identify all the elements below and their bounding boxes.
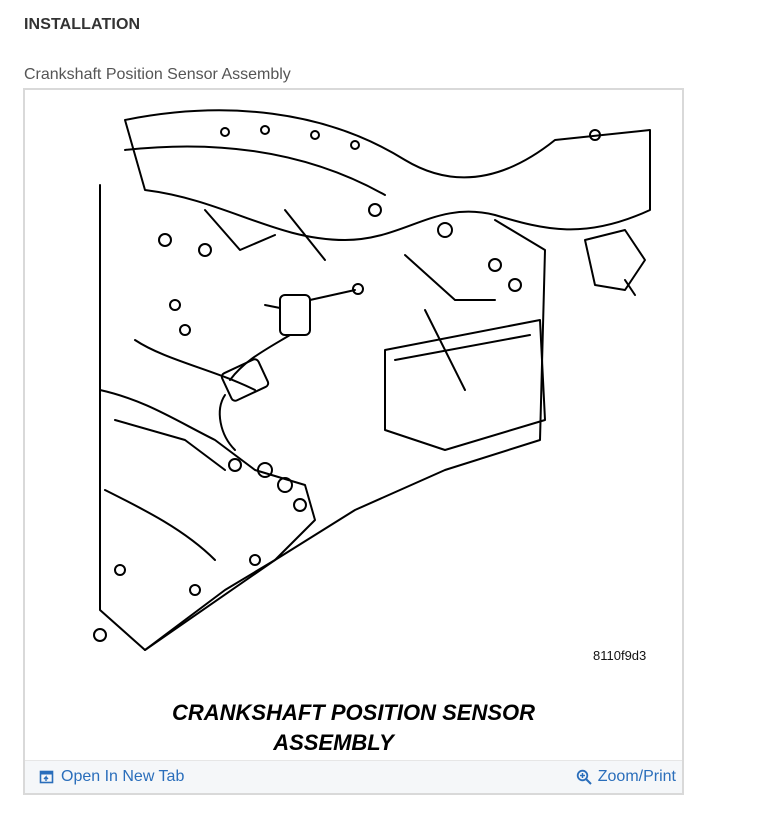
section-title: INSTALLATION [24,16,141,33]
figure-caption: Crankshaft Position Sensor Assembly [24,66,291,83]
magnifier-plus-icon [576,769,592,785]
zoom-print-label: Zoom/Print [597,768,676,785]
figure-toolbar: Open In New Tab Zoom/Print [25,760,682,793]
figure-frame: 8110f9d3 CRANKSHAFT POSITION SENSOR ASSE… [23,88,684,795]
zoom-print-button[interactable]: Zoom/Print [576,768,676,786]
open-new-tab-icon [39,770,54,784]
engine-line-drawing[interactable] [25,90,682,760]
diagram-title-line2: ASSEMBLY [273,730,394,755]
open-in-new-tab-button[interactable]: Open In New Tab [39,768,184,786]
diagram-title-line1: CRANKSHAFT POSITION SENSOR [171,700,536,725]
diagram-code: 8110f9d3 [593,648,647,663]
open-in-new-tab-label: Open In New Tab [61,768,185,785]
diagram-title: CRANKSHAFT POSITION SENSOR ASSEMBLY [25,698,682,758]
